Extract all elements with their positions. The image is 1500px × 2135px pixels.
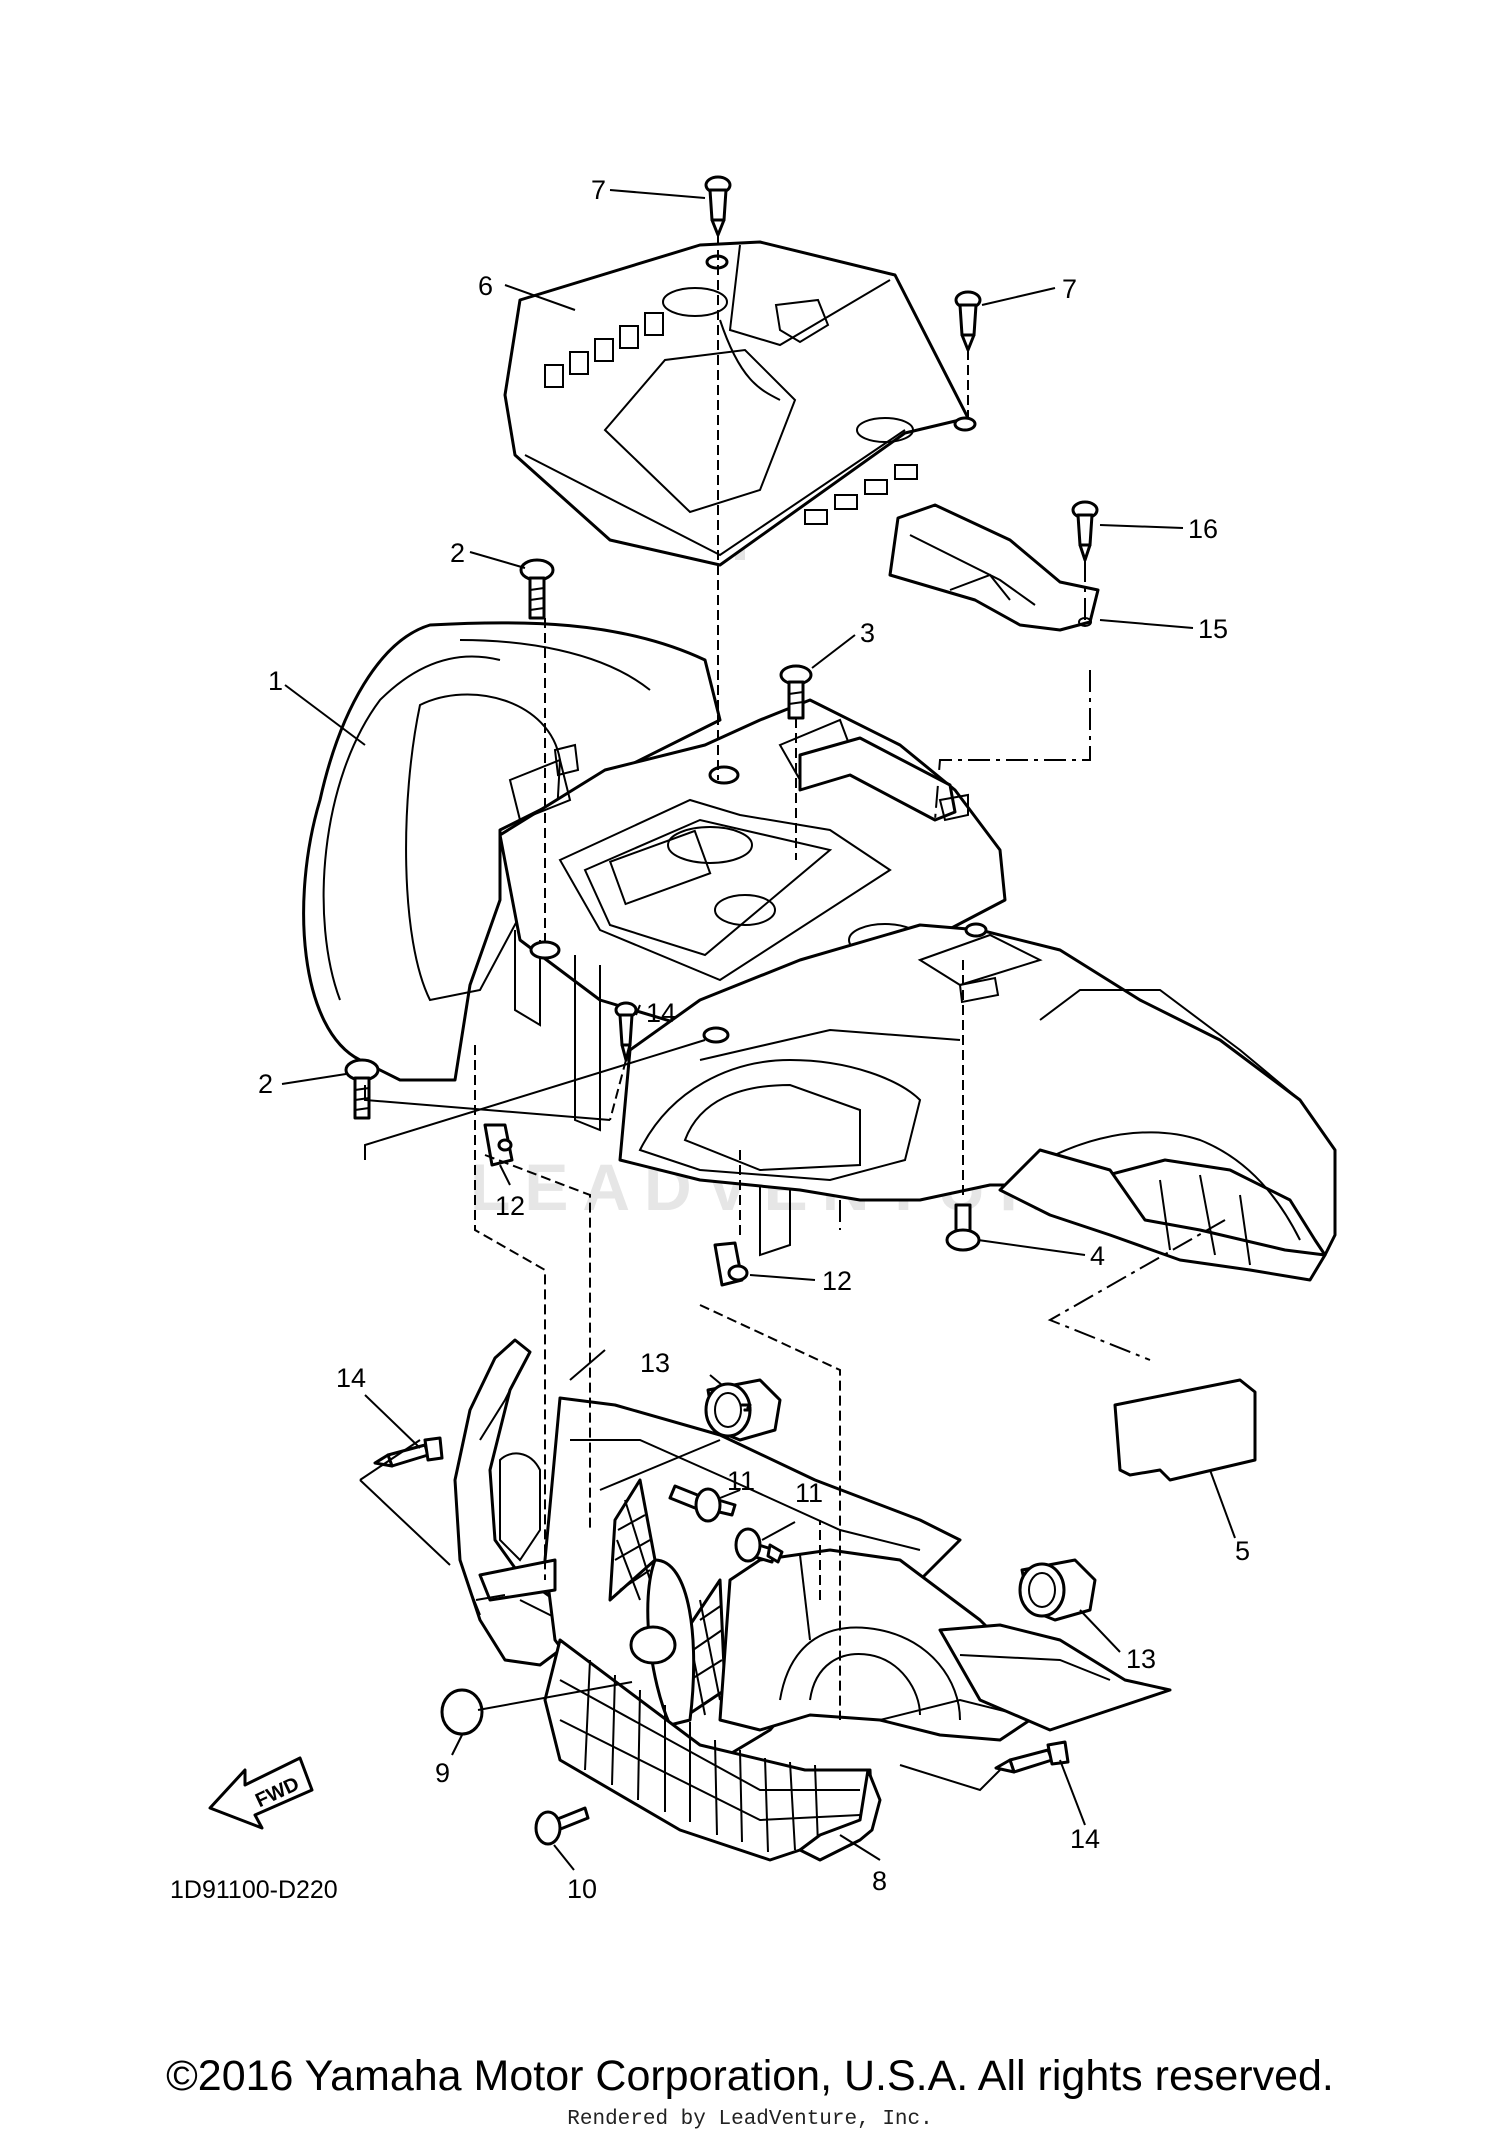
callout-7b: 7 — [1062, 274, 1077, 304]
label-part-5 — [1113, 1378, 1257, 1482]
bolt-part-11b — [734, 1403, 784, 1564]
clip-nut-part-12b — [713, 1241, 749, 1287]
callout-14b: 14 — [336, 1363, 366, 1393]
bolt-part-4 — [945, 1203, 981, 1252]
callout-6: 6 — [478, 271, 493, 301]
callout-12b: 12 — [822, 1266, 852, 1296]
bolt-part-11a — [668, 1484, 737, 1523]
fwd-arrow-icon: FWD — [208, 1756, 314, 1830]
clip-nut-part-12a — [483, 1123, 514, 1167]
clip-part-14a — [614, 1001, 638, 1062]
fasteners — [344, 175, 1099, 1846]
grommet-part-13a — [704, 1378, 782, 1442]
diagram-code: 1D91100-D220 — [170, 1876, 338, 1904]
callout-numbers: 7 6 7 2 16 15 3 1 2 14 4 12 12 13 13 11 … — [258, 175, 1250, 1904]
callout-14c: 14 — [1070, 1824, 1100, 1854]
grommet-part-13b — [1018, 1558, 1097, 1622]
clip-part-14b — [373, 1436, 444, 1468]
bolt-part-2b — [344, 1058, 380, 1120]
callout-3: 3 — [860, 618, 875, 648]
callout-16: 16 — [1188, 514, 1218, 544]
callout-10: 10 — [567, 1874, 597, 1904]
callout-13b: 13 — [1126, 1644, 1156, 1674]
callout-2b: 2 — [258, 1069, 273, 1099]
clip-part-7a — [704, 175, 732, 237]
bolt-part-10 — [534, 1806, 590, 1846]
rear-fender-part-1 — [302, 621, 1337, 1282]
callout-11a: 11 — [727, 1466, 755, 1496]
callout-15: 15 — [1198, 614, 1228, 644]
front-guard-part-8 — [453, 1338, 1172, 1862]
rendered-by-notice: Rendered by LeadVenture, Inc. — [567, 2108, 933, 2131]
bolt-part-3 — [779, 664, 813, 720]
screw-part-16 — [1071, 500, 1099, 562]
plug-part-9 — [440, 1688, 484, 1736]
callout-13a: 13 — [640, 1348, 670, 1378]
callout-1: 1 — [268, 666, 283, 696]
bracket-part-15 — [888, 503, 1100, 632]
bolt-part-2a — [519, 558, 555, 620]
assembly-lines — [359, 235, 1226, 1792]
callout-12a: 12 — [495, 1191, 525, 1221]
callout-5: 5 — [1235, 1536, 1250, 1566]
callout-2a: 2 — [450, 538, 465, 568]
callout-14a: 14 — [646, 998, 676, 1028]
callout-4: 4 — [1090, 1241, 1105, 1271]
copyright-notice: ©2016 Yamaha Motor Corporation, U.S.A. A… — [166, 2052, 1334, 2100]
rack-cover-part-6 — [503, 240, 977, 567]
callout-8: 8 — [872, 1866, 887, 1896]
callout-9: 9 — [435, 1758, 450, 1788]
callout-11b: 11 — [795, 1478, 823, 1508]
clip-part-7b — [954, 290, 982, 352]
clip-part-14c — [994, 1740, 1070, 1774]
callout-7a: 7 — [591, 175, 606, 205]
callout-leaders — [281, 189, 1236, 1871]
